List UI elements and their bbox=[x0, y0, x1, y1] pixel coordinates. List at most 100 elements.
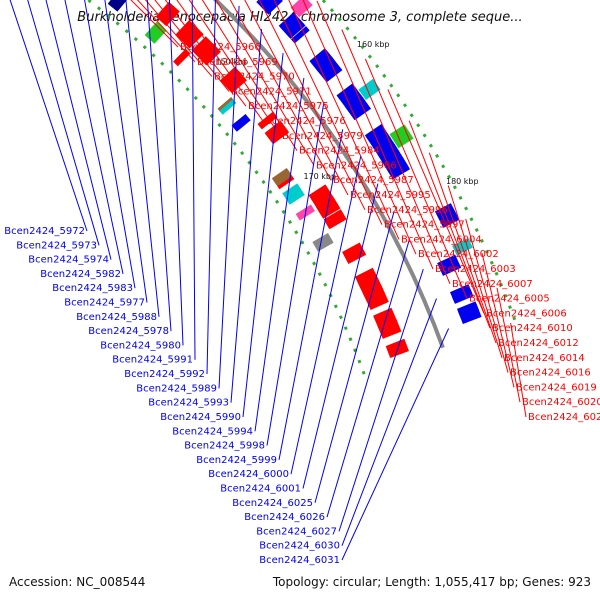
forward-cds-block bbox=[155, 1, 180, 27]
reverse-cog-block bbox=[290, 0, 313, 18]
gene-label: Bcen2424_6031 bbox=[259, 555, 340, 566]
forward-cog-block bbox=[231, 114, 251, 132]
leader-line bbox=[341, 328, 450, 561]
label-layer: Bcen2424_5966Bcen2424_5969Bcen2424_5970B… bbox=[4, 42, 600, 566]
leader-line bbox=[230, 29, 262, 403]
leader-line bbox=[104, 0, 148, 303]
tick-layer: 100 kbp110 kbp120 kbp130 kbp140 kbp150 k… bbox=[215, 40, 479, 186]
gene-label: Bcen2424_5989 bbox=[136, 383, 217, 394]
gene-label: Bcen2424_5971 bbox=[231, 86, 312, 97]
ring-layer bbox=[85, 0, 517, 377]
gene-label: Bcen2424_6006 bbox=[486, 308, 567, 319]
forward-cog-block bbox=[217, 97, 234, 112]
leader-line bbox=[164, 0, 247, 107]
leader-line bbox=[84, 0, 136, 289]
gene-label: Bcen2424_5977 bbox=[64, 298, 145, 309]
gene-label: Bcen2424_6005 bbox=[469, 294, 550, 305]
leader-line bbox=[201, 0, 298, 151]
leader-line bbox=[314, 211, 395, 503]
forward-cds-block bbox=[362, 283, 385, 302]
leader-line bbox=[218, 5, 240, 389]
leader-line bbox=[302, 0, 417, 255]
leader-layer bbox=[9, 0, 527, 561]
leader-line bbox=[191, 0, 196, 360]
gene-label: Bcen2424_6026 bbox=[244, 512, 325, 523]
leader-line bbox=[341, 298, 437, 546]
gene-label: Bcen2424_6002 bbox=[418, 249, 499, 260]
leader-line bbox=[64, 0, 124, 275]
gene-label: Bcen2424_5999 bbox=[196, 455, 277, 466]
gene-label: Bcen2424_5992 bbox=[124, 369, 205, 380]
gene-label: Bcen2424_6012 bbox=[498, 338, 579, 349]
gene-label: Bcen2424_5983 bbox=[52, 283, 133, 294]
reverse-cog-block bbox=[358, 78, 381, 100]
leader-line bbox=[154, 0, 230, 92]
gene-label: Bcen2424_5976 bbox=[265, 116, 346, 127]
gene-label: Bcen2424_6030 bbox=[259, 541, 340, 552]
leader-line bbox=[316, 0, 434, 270]
gene-label: Bcen2424_6000 bbox=[208, 469, 289, 480]
leader-line bbox=[326, 239, 410, 518]
gene-label: Bcen2424_5994 bbox=[172, 426, 253, 437]
tick-label: 180 kbp bbox=[446, 177, 479, 186]
leader-line bbox=[9, 0, 88, 232]
reverse-cds-block bbox=[364, 124, 386, 141]
forward-cds-block bbox=[323, 209, 347, 230]
leader-line bbox=[45, 0, 112, 260]
leader-line bbox=[302, 183, 379, 489]
leader-line bbox=[428, 152, 497, 344]
gene-label: Bcen2424_6019 bbox=[516, 382, 597, 393]
leader-line bbox=[273, 0, 383, 225]
leader-line bbox=[146, 0, 172, 332]
gene-label: Bcen2424_6001 bbox=[220, 483, 301, 494]
gene-label: Bcen2424_6016 bbox=[510, 368, 591, 379]
leader-line bbox=[215, 0, 315, 166]
leader-line bbox=[496, 287, 521, 403]
forward-cog-block bbox=[173, 48, 191, 67]
gene-label: Bcen2424_6020 bbox=[522, 397, 600, 408]
reverse-cds-block bbox=[383, 154, 409, 177]
forward-cds-block bbox=[342, 242, 367, 264]
gene-label: Bcen2424_5970 bbox=[214, 72, 295, 83]
gene-label: Bcen2424_5993 bbox=[148, 398, 229, 409]
leader-line bbox=[242, 53, 284, 418]
forward-cog-block bbox=[107, 0, 127, 12]
leader-line bbox=[168, 0, 184, 346]
gene-label: Bcen2424_5972 bbox=[4, 226, 85, 237]
topology-text: Topology: circular; Length: 1,055,417 bp… bbox=[272, 575, 591, 589]
gene-label: Bcen2424_6021 bbox=[528, 412, 600, 423]
leader-line bbox=[144, 0, 213, 77]
outer-ruler-ring bbox=[85, 0, 367, 377]
gene-label: Bcen2424_5995 bbox=[350, 190, 431, 201]
gene-label: Bcen2424_5966 bbox=[180, 42, 261, 53]
reverse-cds-block bbox=[376, 141, 402, 166]
gene-label: Bcen2424_6004 bbox=[401, 234, 482, 245]
gene-label: Bcen2424_5980 bbox=[100, 340, 181, 351]
gene-label: Bcen2424_6003 bbox=[435, 264, 516, 275]
gene-label: Bcen2424_5988 bbox=[76, 312, 157, 323]
gene-label: Bcen2424_5990 bbox=[160, 412, 241, 423]
reverse-cds-block bbox=[315, 56, 343, 83]
forward-cog-block bbox=[282, 183, 305, 205]
leader-line bbox=[125, 0, 160, 317]
forward-cds-block bbox=[265, 121, 290, 145]
forward-cog-block bbox=[271, 168, 293, 187]
leader-line bbox=[387, 89, 485, 314]
gene-label: Bcen2424_5978 bbox=[88, 326, 169, 337]
gene-label: Bcen2424_6014 bbox=[504, 353, 585, 364]
leader-line bbox=[244, 0, 349, 196]
gene-label: Bcen2424_5984 bbox=[299, 146, 380, 157]
gene-label: Bcen2424_6010 bbox=[492, 323, 573, 334]
leader-line bbox=[408, 120, 491, 329]
leader-line bbox=[481, 252, 515, 388]
forward-cds-block bbox=[358, 274, 383, 296]
gene-label: Bcen2424_5982 bbox=[40, 269, 121, 280]
leader-line bbox=[188, 0, 281, 137]
gene-label: Bcen2424_5987 bbox=[333, 175, 414, 186]
reverse-cds-block bbox=[365, 125, 391, 149]
gene-label: Bcen2424_5974 bbox=[28, 255, 109, 266]
forward-cds-block bbox=[377, 318, 402, 339]
tick-label: 160 kbp bbox=[357, 40, 390, 49]
gene-label: Bcen2424_5973 bbox=[16, 240, 97, 251]
forward-cog-block bbox=[219, 99, 237, 115]
